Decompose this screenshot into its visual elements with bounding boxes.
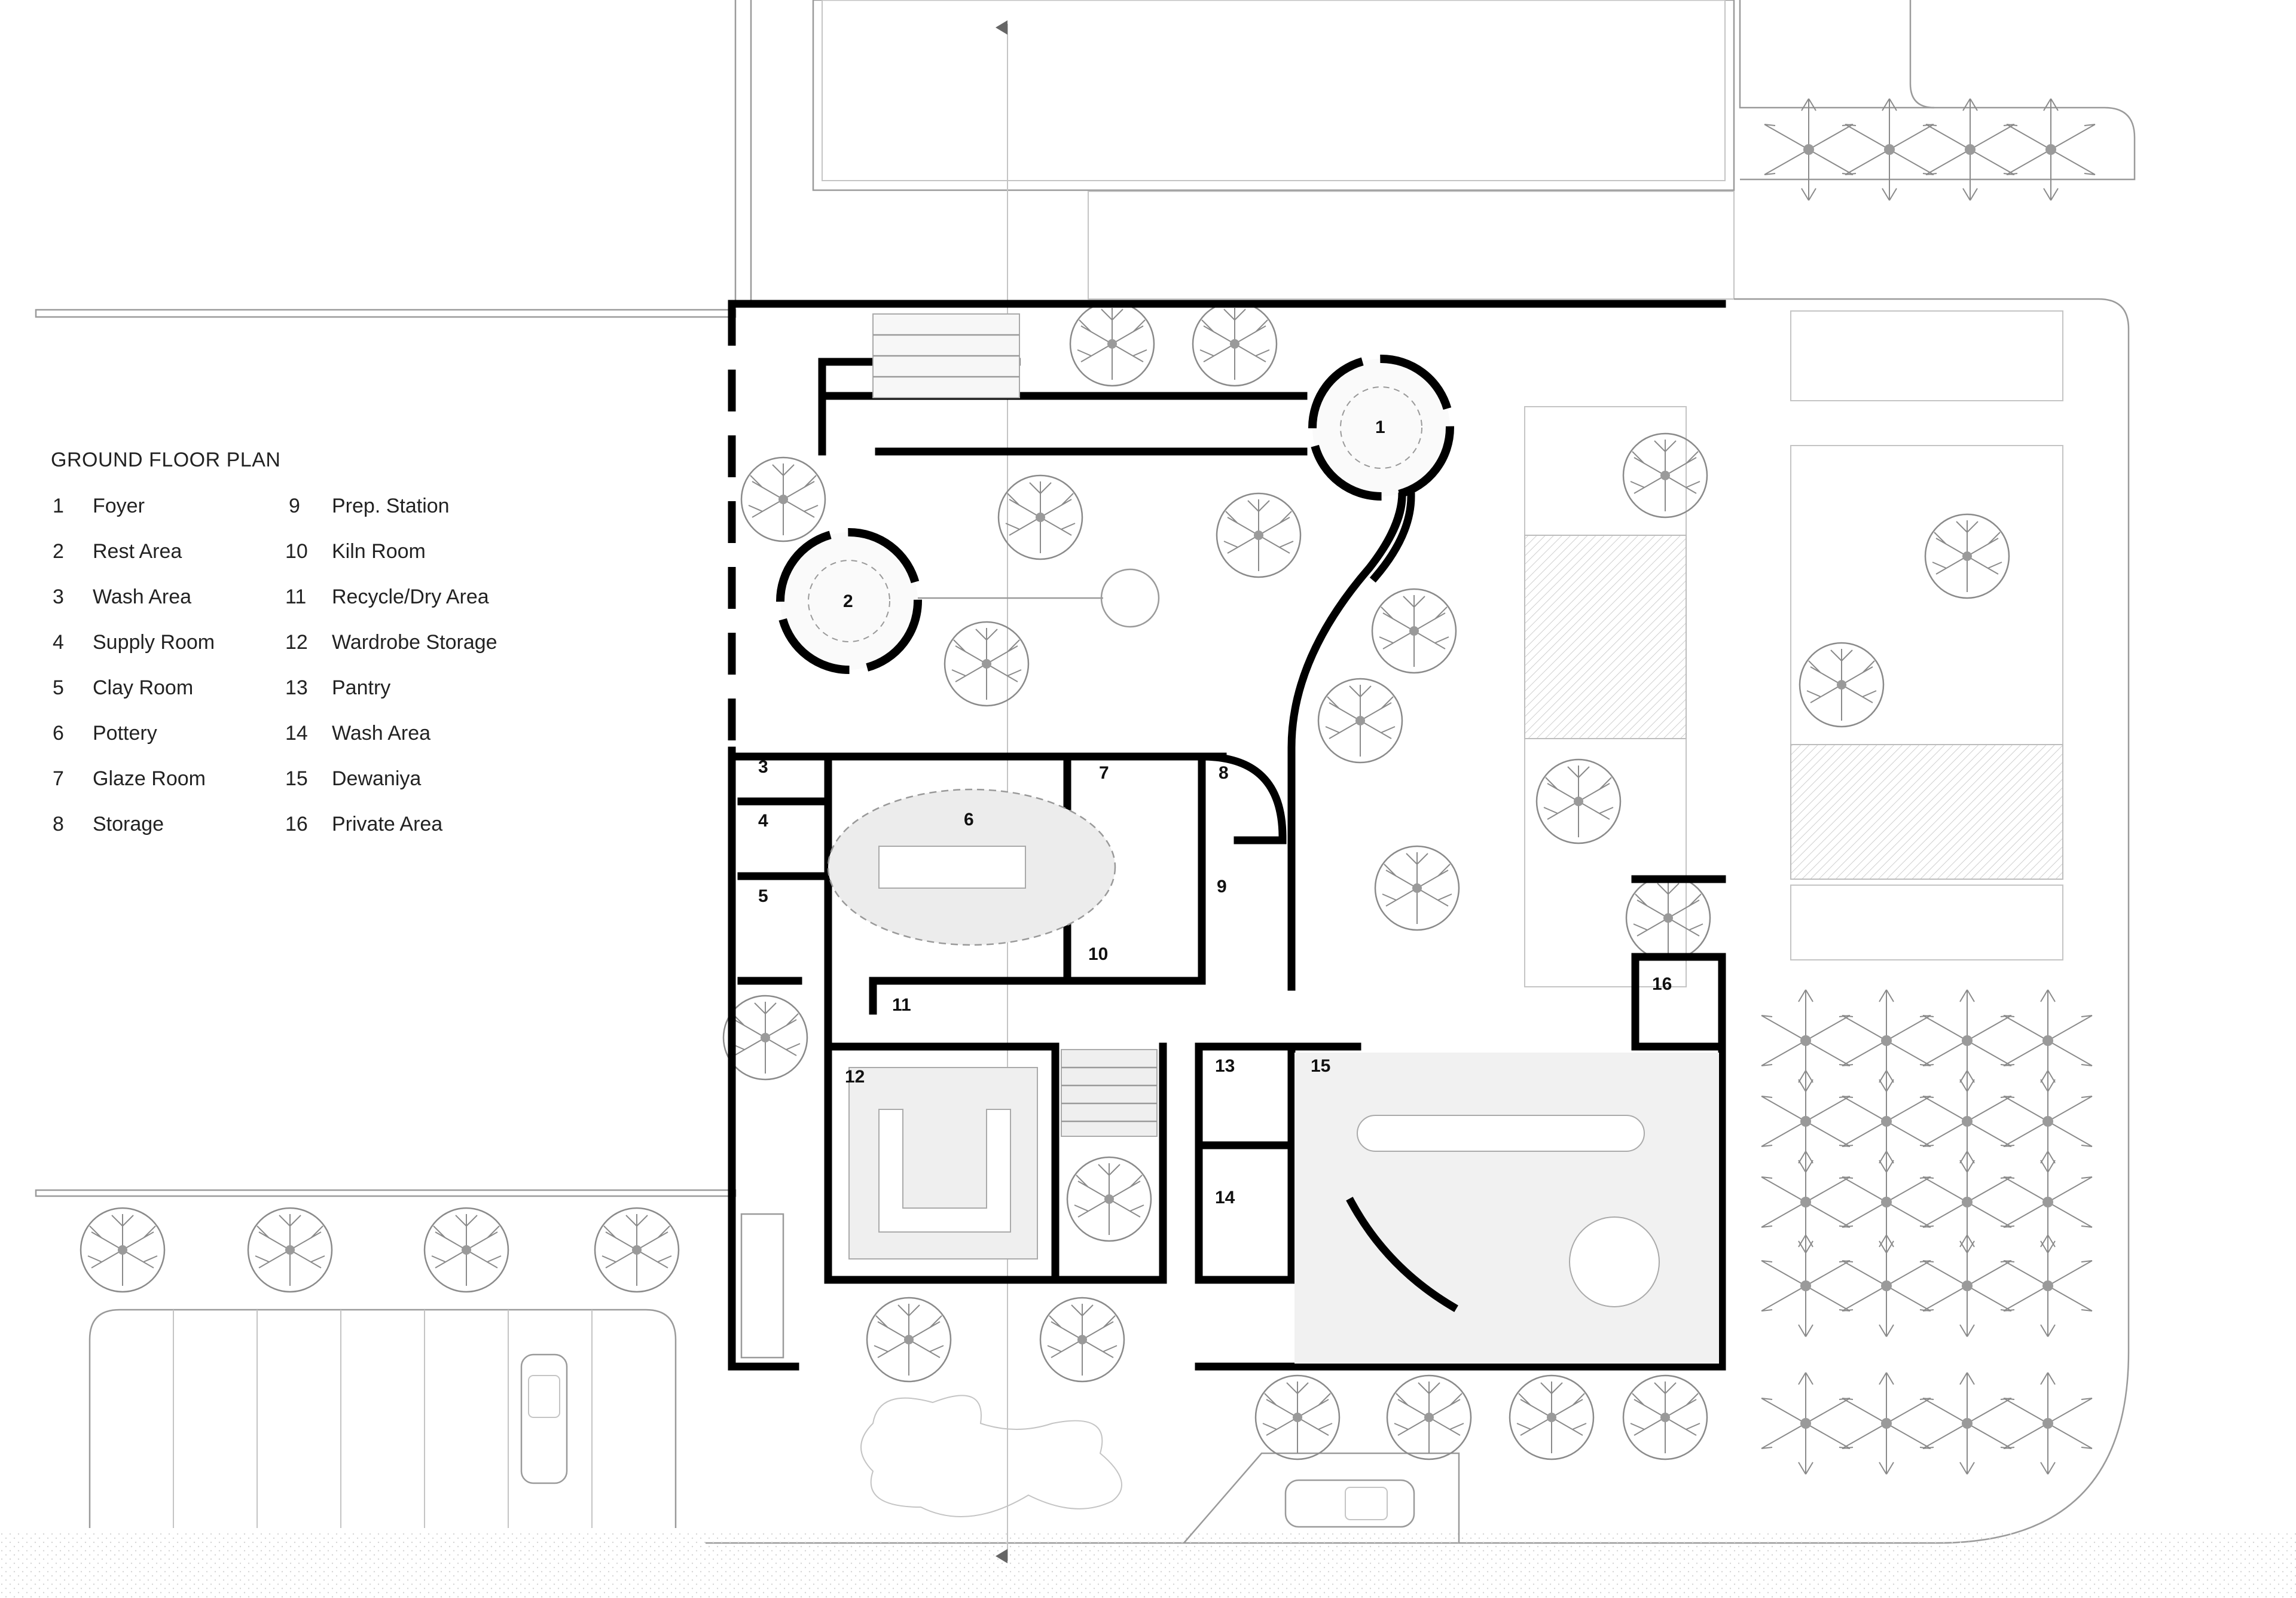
room-labels: 1 2 3 4 5 6 7 8 9 10 11 12 13 14 15 16 (758, 417, 1672, 1207)
legend-number: 12 (285, 631, 308, 654)
car-icon (520, 1353, 568, 1484)
car-icon (1284, 1479, 1415, 1528)
legend-number: 15 (285, 767, 308, 790)
room-number-3: 3 (758, 757, 768, 777)
room-number-2: 2 (843, 591, 853, 611)
room-number-16: 16 (1652, 974, 1672, 994)
legend-number: 2 (53, 540, 64, 563)
legend-number: 6 (53, 722, 64, 745)
legend-label: Kiln Room (332, 540, 426, 563)
legend-number: 16 (285, 813, 308, 835)
legend-label: Supply Room (93, 631, 215, 654)
legend-label: Clay Room (93, 676, 193, 699)
building-walls (728, 300, 1726, 1371)
legend-label: Glaze Room (93, 767, 206, 790)
room-number-7: 7 (1099, 763, 1109, 783)
room-number-13: 13 (1215, 1056, 1235, 1076)
room-number-15: 15 (1311, 1056, 1330, 1076)
room-number-14: 14 (1215, 1188, 1235, 1207)
room-number-11: 11 (892, 995, 911, 1015)
legend-label: Prep. Station (332, 495, 450, 517)
legend-label: Pottery (93, 722, 157, 745)
legend-number: 14 (285, 722, 308, 745)
legend-label: Dewaniya (332, 767, 421, 790)
room-number-12: 12 (845, 1067, 865, 1087)
legend-number: 7 (53, 767, 64, 790)
legend: GROUND FLOOR PLAN 1 Foyer 2 Rest Area 3 … (51, 449, 497, 835)
legend-label: Wardrobe Storage (332, 631, 497, 654)
legend-number: 1 (53, 495, 64, 517)
legend-label: Storage (93, 813, 164, 835)
neighbouring-plot (812, 0, 1735, 191)
legend-number: 10 (285, 540, 308, 563)
legend-number: 5 (53, 676, 64, 699)
room-number-10: 10 (1088, 944, 1108, 964)
legend-title: GROUND FLOOR PLAN (51, 449, 280, 471)
legend-label: Private Area (332, 813, 442, 835)
legend-number: 3 (53, 585, 64, 608)
legend-label: Recycle/Dry Area (332, 585, 489, 608)
room-number-1: 1 (1375, 417, 1385, 437)
room-number-5: 5 (758, 886, 768, 906)
legend-number: 4 (53, 631, 64, 654)
legend-label: Pantry (332, 676, 390, 699)
legend-number: 11 (285, 585, 306, 608)
legend-label: Rest Area (93, 540, 182, 563)
legend-number: 9 (289, 495, 300, 517)
legend-label: Wash Area (332, 722, 430, 745)
room-number-9: 9 (1217, 877, 1227, 896)
legend-number: 13 (285, 676, 308, 699)
legend-number: 8 (53, 813, 64, 835)
room-number-8: 8 (1219, 763, 1229, 783)
section-arrow-icon (996, 20, 1007, 35)
room-number-6: 6 (964, 810, 974, 830)
legend-label: Foyer (93, 495, 145, 517)
section-arrow-icon (996, 1549, 1007, 1563)
legend-label: Wash Area (93, 585, 191, 608)
room-number-4: 4 (758, 811, 768, 831)
